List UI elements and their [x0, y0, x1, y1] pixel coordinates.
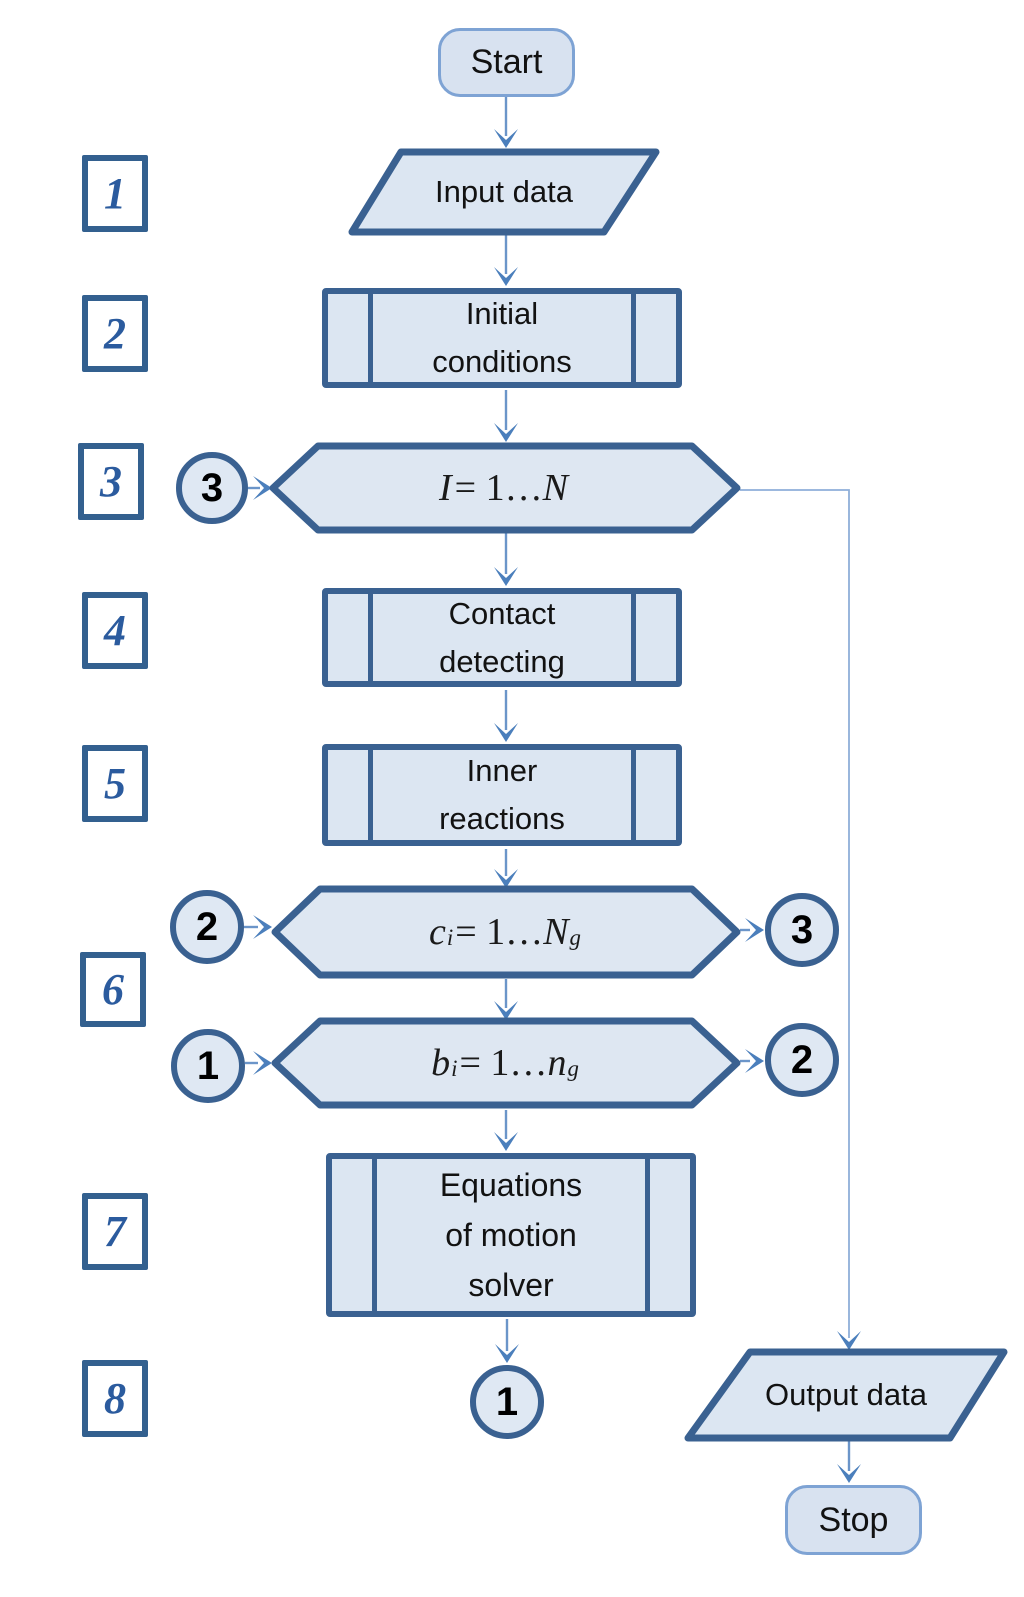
step-square-2: 2 [82, 295, 148, 372]
step-square-1: 1 [82, 155, 148, 232]
step-number: 6 [102, 965, 124, 1014]
loop-limit-sub: g [567, 1056, 579, 1082]
inner-reactions-node: Inner reactions [322, 744, 682, 846]
arrow-loopc-to-connector3 [740, 918, 764, 942]
arrow-start-to-input [494, 97, 518, 148]
loop-limit: N [542, 467, 568, 509]
loop-var-sub: i [446, 925, 454, 951]
loop-limit: n [547, 1042, 567, 1084]
connector-1-left: 1 [171, 1029, 245, 1103]
arrow-equations-to-connector1 [495, 1319, 519, 1363]
connector-label: 1 [196, 1043, 220, 1088]
start-label: Start [470, 43, 543, 81]
connector-3-right: 3 [765, 893, 839, 967]
node-label-line: reactions [439, 801, 565, 836]
connector-1-bottom: 1 [470, 1365, 544, 1439]
output-data-node: Output data [684, 1348, 1008, 1442]
step-number: 4 [104, 606, 126, 655]
step-square-6: 6 [80, 952, 146, 1027]
arrow-connector1-into-loopb [245, 1051, 272, 1075]
arrow-initial-to-loop [494, 390, 518, 442]
loop-var: c [429, 911, 446, 953]
step-number: 7 [104, 1207, 126, 1256]
node-label-line: Initial [465, 296, 539, 331]
step-number: 2 [104, 309, 126, 358]
step-square-7: 7 [82, 1193, 148, 1270]
step-number: 1 [104, 169, 126, 218]
subroutine-bar-left [368, 594, 373, 681]
equations-solver-node: Equations of motion solver [326, 1153, 696, 1317]
connector-3-left: 3 [176, 452, 248, 524]
start-node: Start [438, 28, 575, 97]
connector-label: 1 [495, 1379, 519, 1424]
step-number: 5 [104, 759, 126, 808]
connector-2-left: 2 [170, 890, 244, 964]
loop-range: = 1… [455, 911, 544, 953]
subroutine-bar-left [372, 1159, 377, 1311]
connector-label: 2 [195, 904, 219, 949]
hexagon-shape [271, 885, 741, 979]
connector-label: 2 [790, 1037, 814, 1082]
parallelogram-shape [348, 148, 660, 236]
arrow-inner-to-loopc [494, 849, 518, 888]
stop-node: Stop [785, 1485, 922, 1555]
step-number: 3 [100, 457, 122, 506]
parallelogram-shape [684, 1348, 1008, 1442]
loop-range: = 1… [454, 467, 543, 509]
loop-var: I [439, 467, 452, 509]
node-label-line: solver [468, 1267, 554, 1303]
input-data-node: Input data [348, 148, 660, 236]
arrow-loopb-to-connector2 [740, 1049, 764, 1073]
subroutine-bar-left [368, 294, 373, 382]
subroutine-bar-right [631, 594, 636, 681]
step-square-4: 4 [82, 592, 148, 669]
loop-limit-sub: g [569, 925, 581, 951]
loop-range: = 1… [459, 1042, 548, 1084]
node-label-line: of motion [445, 1217, 577, 1253]
node-label-line: conditions [432, 344, 572, 379]
contact-detecting-node: Contact detecting [322, 588, 682, 687]
arrow-loopc-to-loopb [494, 979, 518, 1020]
subroutine-bar-right [631, 294, 636, 382]
node-label-line: Inner [466, 753, 538, 788]
arrow-connector2-into-loopc [244, 915, 272, 939]
step-square-8: 8 [82, 1360, 148, 1437]
stop-label: Stop [818, 1500, 889, 1539]
connector-2-right: 2 [765, 1023, 839, 1097]
step-number: 8 [104, 1374, 126, 1423]
arrow-input-to-initial [494, 234, 518, 286]
hexagon-shape [269, 442, 741, 534]
arrow-loopb-to-equations [494, 1110, 518, 1151]
loop-var-sub: i [451, 1056, 458, 1082]
connector-label: 3 [200, 465, 224, 510]
arrow-output-to-stop [837, 1440, 861, 1483]
node-label-line: detecting [439, 643, 565, 679]
connector-label: 3 [790, 907, 814, 952]
step-square-5: 5 [82, 745, 148, 822]
node-label-line: Contact [448, 595, 556, 631]
subroutine-bar-right [631, 750, 636, 840]
loop-var: b [431, 1042, 451, 1084]
step-square-3: 3 [78, 443, 144, 520]
arrow-contact-to-inner [494, 690, 518, 742]
loop-limit: N [543, 911, 569, 953]
input-data-label: Input data [435, 174, 573, 209]
initial-conditions-node: Initial conditions [322, 288, 682, 388]
arrow-loop-to-contact [494, 533, 518, 586]
hexagon-shape [271, 1017, 741, 1109]
subroutine-bar-left [368, 750, 373, 840]
output-data-label: Output data [764, 1377, 927, 1412]
subroutine-bar-right [645, 1159, 650, 1311]
node-label-line: Equations [439, 1167, 583, 1203]
loop-outer-node: I = 1…N [269, 441, 741, 535]
